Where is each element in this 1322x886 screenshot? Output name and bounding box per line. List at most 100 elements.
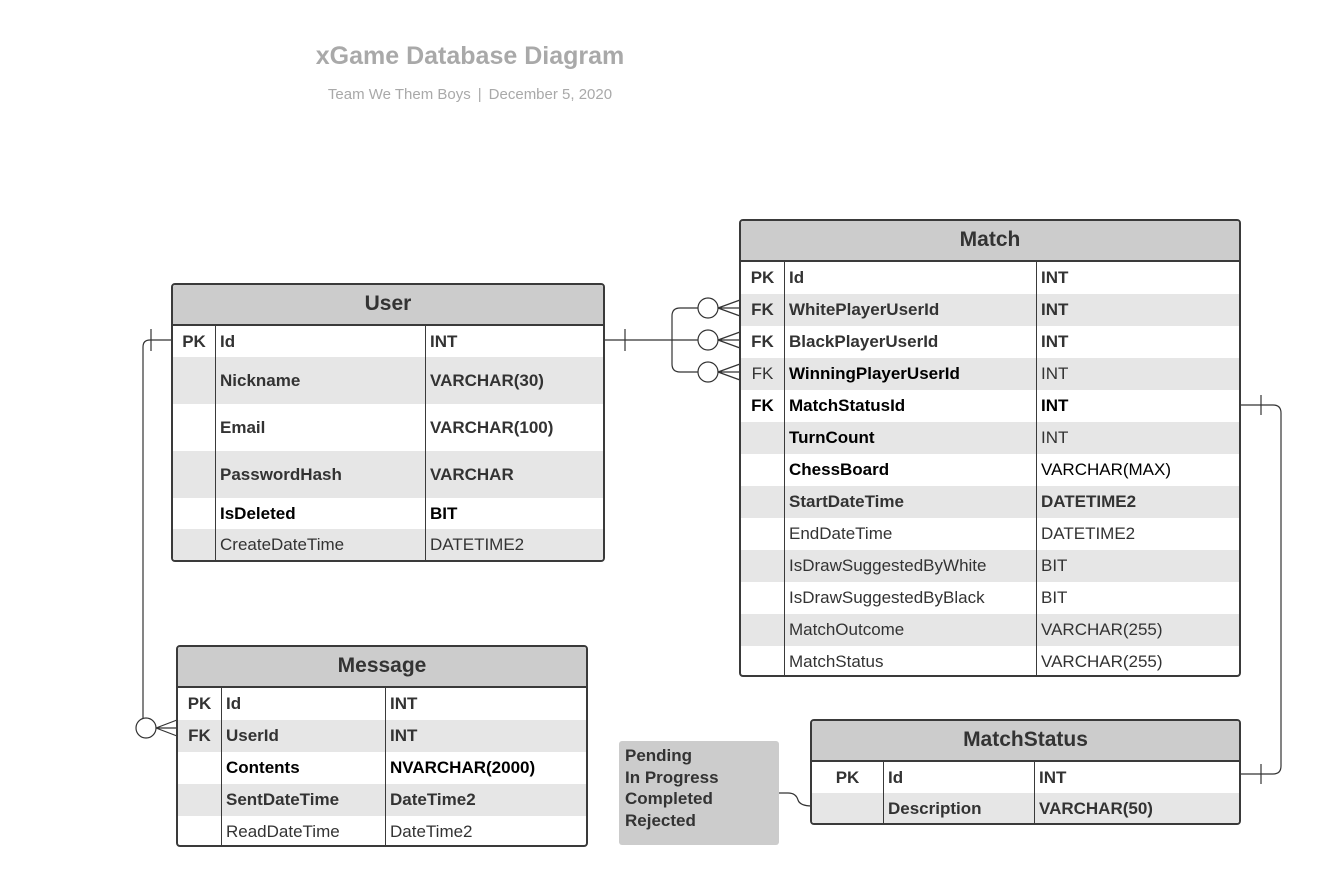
table-row: Email VARCHAR(100) [173,404,603,451]
table-row: FK WinningPlayerUserId INT [741,358,1239,390]
column-type: INT [1041,396,1069,415]
table-row: PK Id INT [178,688,586,720]
column-type: VARCHAR(30) [430,370,544,390]
column-type: BIT [1041,556,1068,575]
column-name: Id [785,262,1037,294]
column-name: IsDrawSuggestedByWhite [785,550,1037,582]
table-row: MatchStatus VARCHAR(255) [741,646,1239,675]
key-label: PK [741,262,785,294]
table-row: Nickname VARCHAR(30) [173,357,603,404]
table-row: FK UserId INT [178,720,586,752]
key-label [741,614,785,646]
connector-branch-winning [671,340,698,373]
key-label [178,816,222,845]
key-label [741,646,785,675]
column-type: NVARCHAR(2000) [390,758,536,777]
column-name: MatchStatusId [785,390,1037,422]
table-row: PK Id INT [812,762,1239,793]
key-label [173,529,216,560]
column-type: DateTime2 [390,822,473,841]
team-name: Team We Them Boys [327,86,471,103]
column-name: BlackPlayerUserId [785,326,1037,358]
status-value: Completed [625,789,713,808]
connector-matchstatus-to-match [1240,404,1282,775]
match-status-values-note: Pending In Progress Completed Rejected [619,741,779,845]
table-row: PK Id INT [741,262,1239,294]
column-name: UserId [222,720,386,752]
column-name: IsDeleted [216,498,426,529]
match-table-header: Match [741,221,1239,262]
key-label [741,454,785,486]
table-row: CreateDateTime DATETIME2 [173,529,603,560]
table-row: ChessBoard VARCHAR(MAX) [741,454,1239,486]
key-label: FK [741,326,785,358]
table-row: FK BlackPlayerUserId INT [741,326,1239,358]
key-label [741,582,785,614]
key-label: FK [178,720,222,752]
message-table[interactable]: Message PK Id INT FK UserId INT Contents… [176,645,588,847]
table-row: EndDateTime DATETIME2 [741,518,1239,550]
table-row: MatchOutcome VARCHAR(255) [741,614,1239,646]
column-type: INT [1041,268,1069,287]
key-label [741,422,785,454]
zero-mark-black [697,329,719,351]
column-type: INT [390,694,418,713]
user-table[interactable]: User PK Id INT Nickname VARCHAR(30) Emai… [171,283,605,562]
column-type: VARCHAR(MAX) [1041,460,1172,479]
diagram-subtitle: Team We Them Boys | December 5, 2020 [290,86,650,103]
key-label [741,550,785,582]
column-name: Nickname [216,357,426,404]
column-type: DATETIME2 [430,534,525,554]
column-type: INT [1041,332,1069,351]
status-value: Rejected [625,810,696,830]
key-label [178,752,222,784]
key-label [178,784,222,816]
column-type: INT [390,726,418,745]
connector-user-to-message [135,339,172,729]
zero-mark-message [135,717,157,739]
matchstatus-table[interactable]: MatchStatus PK Id INT Description VARCHA… [810,719,1241,825]
column-name: Id [222,688,386,720]
status-value: In Progress [625,767,719,787]
key-label [741,486,785,518]
key-label: FK [741,390,785,422]
column-name: WhitePlayerUserId [785,294,1037,326]
diagram-date: December 5, 2020 [488,86,613,103]
column-name: CreateDateTime [216,529,426,560]
zero-mark-winning [697,361,719,383]
table-row: ReadDateTime DateTime2 [178,816,586,845]
key-label: PK [178,688,222,720]
table-row: TurnCount INT [741,422,1239,454]
column-name: SentDateTime [222,784,386,816]
table-row: PK Id INT [173,326,603,357]
connector-branch-white [671,307,698,340]
match-table[interactable]: Match PK Id INT FK WhitePlayerUserId INT… [739,219,1241,677]
column-name: Description [884,793,1035,823]
column-type: VARCHAR(50) [1039,798,1153,818]
status-value: Pending [625,746,693,765]
column-type: INT [1041,428,1069,447]
key-label [173,357,216,404]
key-label [173,498,216,529]
message-table-header: Message [178,647,586,688]
table-row: StartDateTime DATETIME2 [741,486,1239,518]
key-label [173,451,216,498]
table-row: FK MatchStatusId INT [741,390,1239,422]
table-row: SentDateTime DateTime2 [178,784,586,816]
diagram-title: xGame Database Diagram [315,42,625,70]
zero-mark-white [697,297,719,319]
subtitle-separator: | [477,86,482,103]
crows-foot-black [717,331,741,349]
crows-foot-message [155,719,178,737]
column-name: IsDrawSuggestedByBlack [785,582,1037,614]
column-name: PasswordHash [216,451,426,498]
column-name: ReadDateTime [222,816,386,845]
column-name: MatchStatus [785,646,1037,675]
column-name: Contents [222,752,386,784]
column-type: DATETIME2 [1041,492,1137,511]
key-label: PK [812,762,884,793]
key-label [741,518,785,550]
key-label: FK [741,358,785,390]
column-type: VARCHAR(100) [430,417,554,437]
